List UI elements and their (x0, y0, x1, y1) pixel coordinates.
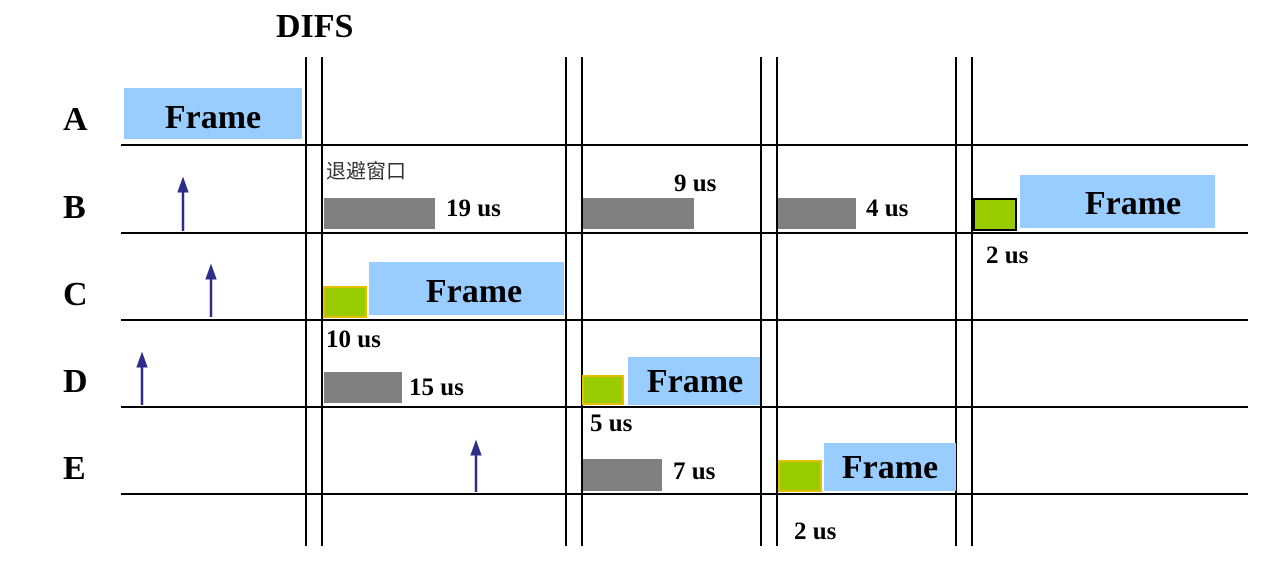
frame-label: Frame (1085, 185, 1181, 222)
station-label-b: B (63, 189, 86, 226)
frame-label: Frame (647, 363, 743, 400)
station-e-row: 7 us 2 us Frame (583, 443, 956, 545)
station-c-row: 10 us Frame (323, 262, 564, 353)
duration-label: 7 us (673, 458, 716, 485)
remaining-backoff-block (973, 198, 1017, 231)
arrival-arrow-c (205, 263, 217, 317)
duration-label: 15 us (409, 374, 464, 401)
duration-label: 10 us (326, 326, 381, 353)
frame-label: Frame (842, 449, 938, 486)
frame-label: Frame (165, 99, 261, 136)
arrival-arrow-e (470, 439, 482, 492)
station-a-frame: Frame (124, 88, 302, 139)
backoff-bar (324, 372, 402, 403)
station-label-e: E (63, 450, 86, 487)
duration-label: 5 us (590, 410, 633, 437)
row-separators (121, 144, 1248, 495)
frame-block (124, 88, 302, 139)
duration-label: 19 us (446, 195, 501, 222)
arrival-arrow-b (177, 176, 189, 231)
station-b-row: 退避窗口 19 us 9 us 4 us 2 us Frame (324, 160, 1215, 269)
difs-title: DIFS (276, 8, 353, 45)
duration-label: 2 us (986, 242, 1029, 269)
station-label-a: A (63, 101, 88, 138)
remaining-backoff-block (582, 375, 624, 405)
backoff-bar (583, 198, 694, 229)
frame-block (1020, 175, 1215, 228)
backoff-bar (778, 198, 856, 229)
frame-block (628, 357, 760, 405)
difs-boundaries (305, 57, 973, 546)
station-label-c: C (63, 276, 88, 313)
frame-block (824, 443, 956, 491)
backoff-bar (324, 198, 435, 229)
remaining-backoff-block (323, 286, 367, 318)
remaining-backoff-block (778, 460, 822, 492)
duration-label: 9 us (674, 170, 717, 197)
station-d-row: 15 us 5 us Frame (324, 357, 760, 437)
duration-label: 2 us (794, 518, 837, 545)
arrival-arrows (136, 176, 482, 492)
duration-label: 4 us (866, 195, 909, 222)
frame-block (369, 262, 564, 315)
backoff-window-label: 退避窗口 (326, 160, 406, 183)
backoff-bar (583, 459, 662, 491)
arrival-arrow-d (136, 351, 148, 405)
station-label-d: D (63, 363, 88, 400)
frame-label: Frame (426, 273, 522, 310)
